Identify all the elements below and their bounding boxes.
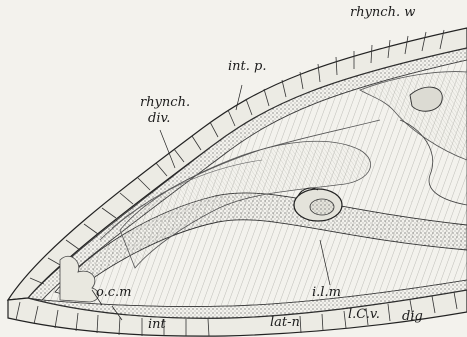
label-i-l-m: i.l.m	[312, 286, 341, 299]
label-int-p: int. p.	[228, 60, 266, 73]
label-dig: dig	[402, 310, 423, 323]
label-rhynch-div-line1: rhynch.	[140, 96, 190, 109]
label-rhynch-div-line2: div.	[148, 112, 170, 125]
label-o-c-m: o.c.m	[96, 286, 131, 299]
label-l-c-v: l.C.v.	[348, 308, 380, 321]
label-rhynch-w: rhynch. w	[350, 6, 415, 19]
label-int: int	[148, 318, 166, 331]
label-lat-n: lat-n	[270, 316, 300, 329]
